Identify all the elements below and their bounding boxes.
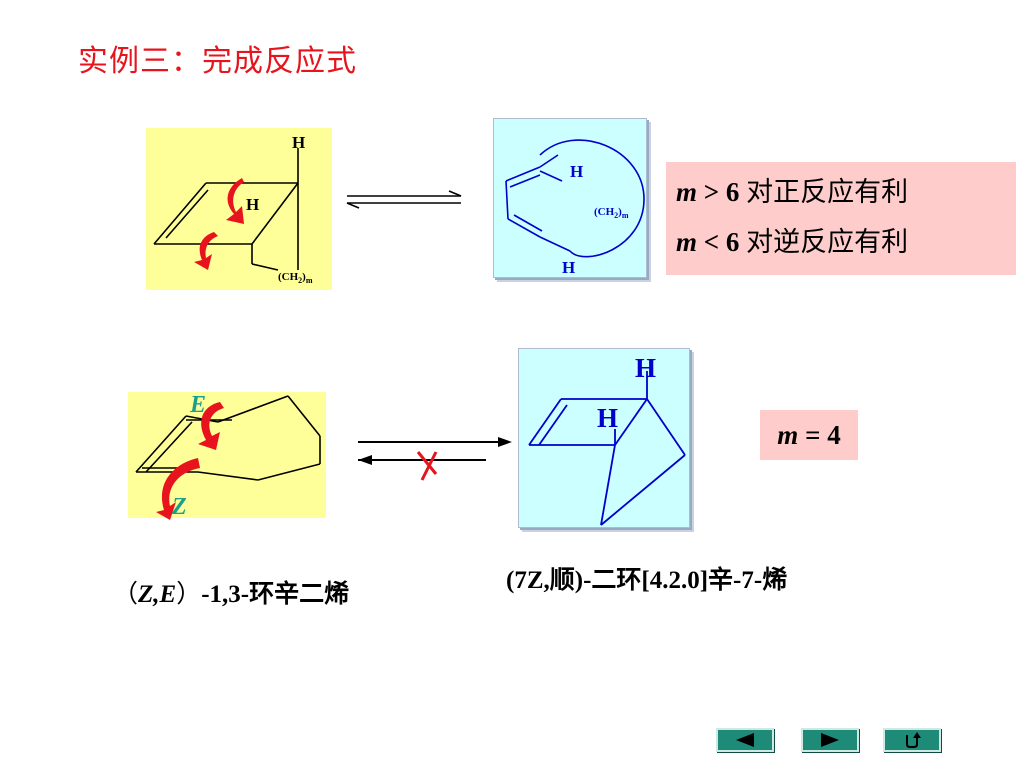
svg-text:(CH2)m: (CH2)m bbox=[594, 206, 629, 220]
next-slide-button[interactable] bbox=[801, 728, 859, 752]
h-label: H bbox=[570, 162, 583, 181]
h-label: H bbox=[635, 353, 656, 383]
curved-arrow-icon bbox=[226, 178, 244, 224]
slide-title: 实例三：完成反应式 bbox=[78, 44, 357, 79]
product-panel-bottom: H H bbox=[518, 348, 690, 528]
conditions-box: m > 6 对正反应有利 m < 6 对逆反应有利 bbox=[666, 162, 1016, 275]
return-arrow-icon bbox=[906, 732, 921, 748]
prev-arrow-icon bbox=[736, 733, 754, 747]
product-structure-top: H H (CH2)m bbox=[505, 139, 645, 277]
reactant-name: （Z,E）-1,3-环辛二烯 bbox=[113, 579, 350, 608]
blocked-x-icon bbox=[416, 451, 438, 481]
h-label: H bbox=[292, 133, 305, 152]
h-label: H bbox=[597, 403, 618, 433]
h-label: H bbox=[246, 195, 259, 214]
m-equals-4-box: m = 4 bbox=[760, 410, 858, 460]
curved-arrow-icon bbox=[198, 402, 224, 450]
condition-forward: m > 6 对正反应有利 bbox=[676, 177, 909, 208]
product-structure-bottom: H H bbox=[528, 353, 686, 526]
return-button[interactable] bbox=[883, 728, 941, 752]
product-panel-top: H H (CH2)m bbox=[493, 118, 647, 278]
h-label: H bbox=[562, 258, 575, 277]
e-label: E bbox=[189, 392, 206, 418]
equilibrium-arrow-top bbox=[346, 190, 462, 209]
curved-arrow-icon bbox=[156, 458, 200, 520]
reactant-panel-top: H H (CH2)m bbox=[146, 128, 332, 290]
reactant-structure-top: H H (CH2)m bbox=[153, 133, 313, 285]
reaction-arrows-bottom bbox=[358, 437, 512, 481]
z-label: Z bbox=[171, 494, 187, 520]
reactant-structure-bottom: E Z bbox=[135, 392, 321, 520]
condition-reverse: m < 6 对逆反应有利 bbox=[676, 227, 909, 258]
curved-arrow-icon bbox=[194, 232, 218, 270]
reactant-panel-bottom: E Z bbox=[128, 392, 326, 520]
svg-text:(CH2)m: (CH2)m bbox=[278, 271, 313, 285]
product-name: (7Z,顺)-二环[4.2.0]辛-7-烯 bbox=[506, 567, 788, 594]
next-arrow-icon bbox=[821, 733, 839, 747]
prev-slide-button[interactable] bbox=[716, 728, 774, 752]
